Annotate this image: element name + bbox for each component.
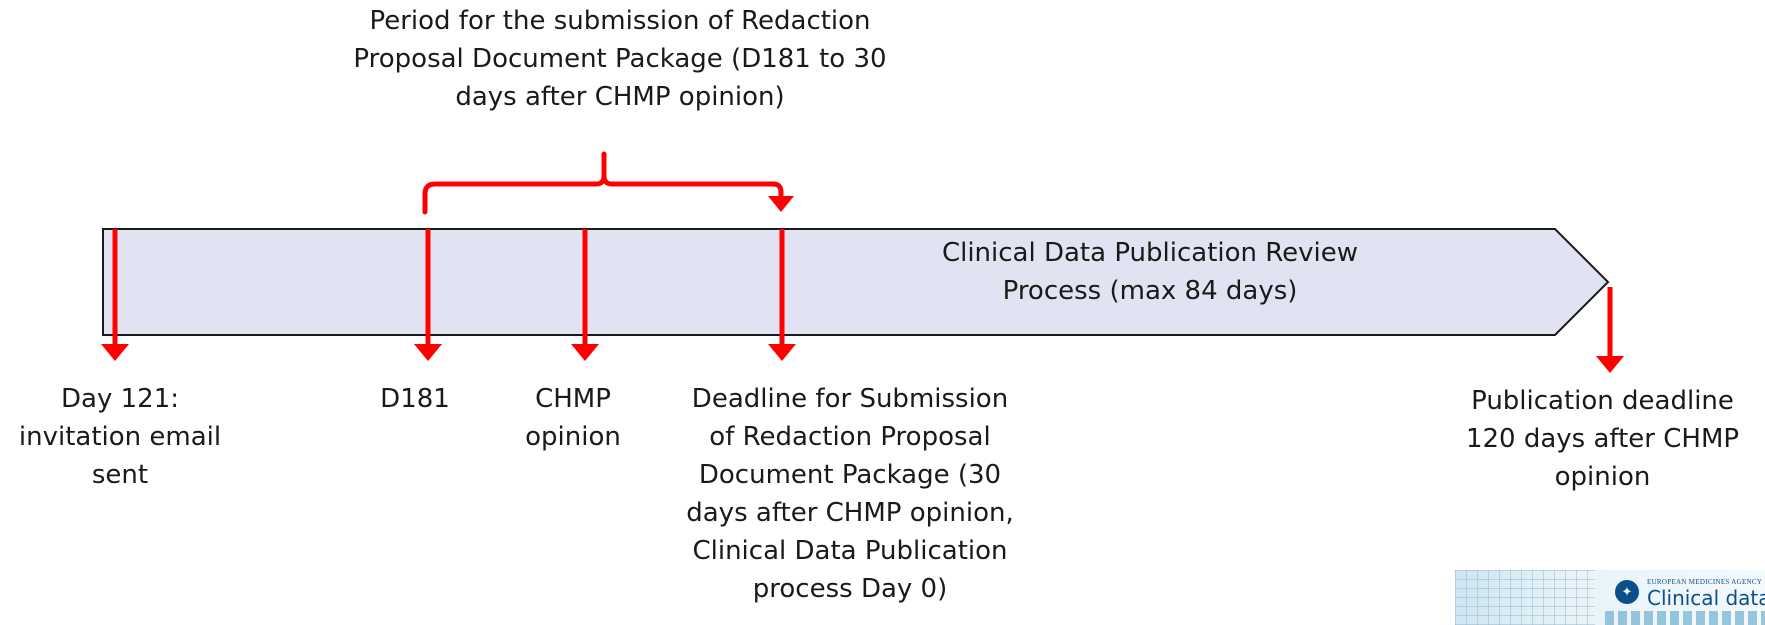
submission-period-bracket	[422, 151, 784, 215]
milestone-arrow-chmp	[571, 229, 599, 361]
milestone-label-d181: D181	[380, 384, 450, 414]
milestone-label-publication-deadline: Publication deadline 120 days after CHMP…	[1465, 386, 1740, 492]
milestone-label-chmp-opinion: CHMP opinion	[525, 384, 621, 452]
arrowhead-icon	[414, 344, 442, 361]
milestone-arrow-d181	[414, 229, 442, 361]
milestone-arrow-publication	[1596, 287, 1624, 373]
milestone-label-day121: Day 121: invitation email sent	[18, 384, 222, 490]
milestone-arrow-deadline	[768, 229, 796, 361]
logo-title: Clinical data	[1647, 586, 1765, 610]
milestone-arrow-day121	[101, 229, 129, 361]
bracket-arrowhead-icon	[768, 196, 794, 212]
process-band-label: Clinical Data Publication Review Process…	[941, 238, 1359, 306]
milestone-label-submission-deadline: Deadline for Submission of Redaction Pro…	[686, 384, 1014, 604]
arrowhead-icon	[1596, 356, 1624, 373]
ema-emblem-icon: ✦	[1615, 580, 1639, 604]
submission-period-caption: Period for the submission of Redaction P…	[353, 6, 887, 112]
milestone-arrows	[101, 229, 1624, 373]
arrowhead-icon	[768, 344, 796, 361]
arrowhead-icon	[571, 344, 599, 361]
bar-background-graphic	[1605, 611, 1765, 625]
chart-background-graphic	[1455, 570, 1595, 625]
clinical-data-logo: ✦ EUROPEAN MEDICINES AGENCY Clinical dat…	[1455, 570, 1765, 625]
logo-agency-name: EUROPEAN MEDICINES AGENCY	[1647, 578, 1763, 586]
arrowhead-icon	[101, 344, 129, 361]
process-chevron-band	[102, 228, 1610, 336]
